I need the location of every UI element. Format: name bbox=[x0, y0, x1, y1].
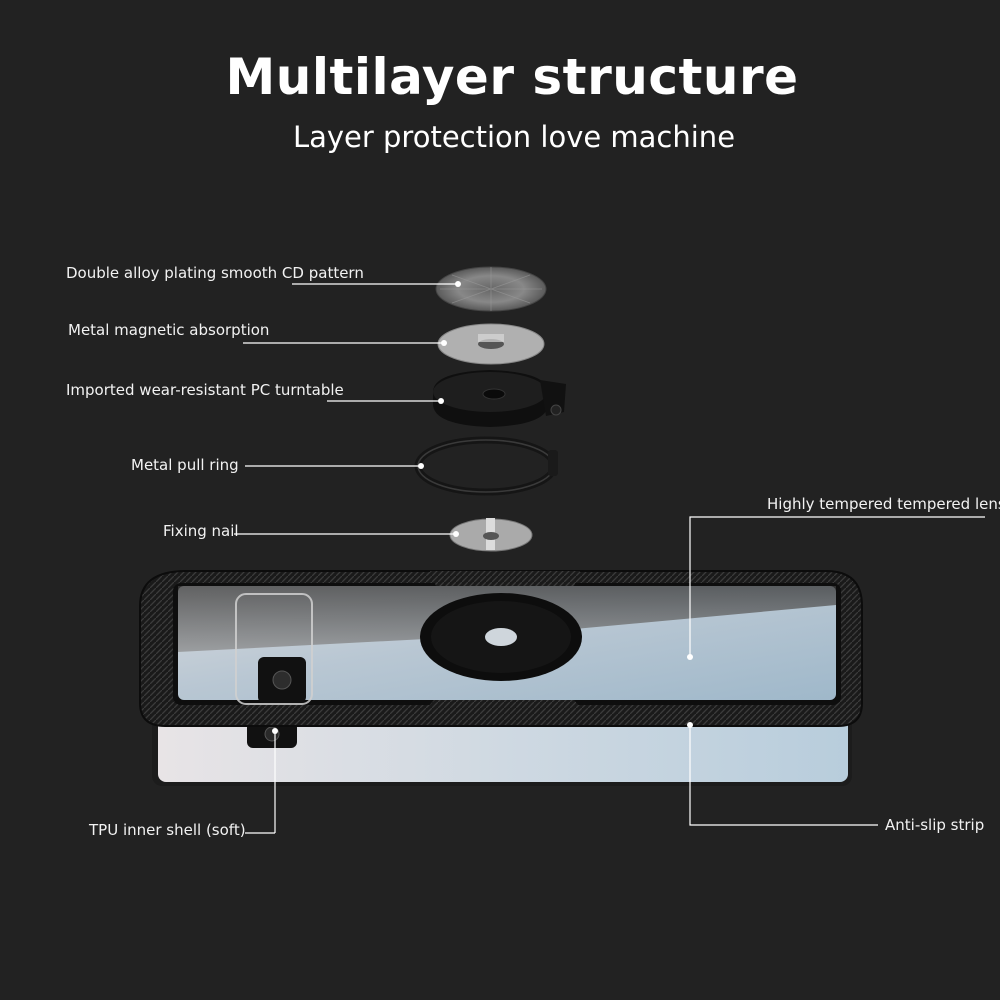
label-tpu-shell: TPU inner shell (soft) bbox=[89, 821, 246, 839]
label-cd-pattern: Double alloy plating smooth CD pattern bbox=[66, 264, 364, 282]
metal-pull-ring bbox=[414, 436, 558, 496]
cd-pattern-plate bbox=[435, 266, 547, 312]
leader-dots bbox=[272, 281, 693, 734]
label-anti-slip: Anti-slip strip bbox=[885, 816, 985, 834]
page-subtitle: Layer protection love machine bbox=[292, 120, 736, 154]
magnetic-plate bbox=[437, 323, 545, 365]
fixing-nail bbox=[449, 518, 533, 552]
label-tempered-lens: Highly tempered tempered lens bbox=[767, 495, 1000, 513]
page-title: Multilayer structure bbox=[225, 48, 799, 106]
label-pc-turntable: Imported wear-resistant PC turntable bbox=[66, 381, 344, 399]
leader-lines bbox=[234, 283, 985, 834]
label-fixing-nail: Fixing nail bbox=[163, 522, 239, 540]
label-magnetic-absorption: Metal magnetic absorption bbox=[68, 321, 270, 339]
pc-turntable bbox=[433, 370, 566, 427]
label-pull-ring: Metal pull ring bbox=[131, 456, 239, 474]
tempered-lens bbox=[178, 571, 836, 716]
